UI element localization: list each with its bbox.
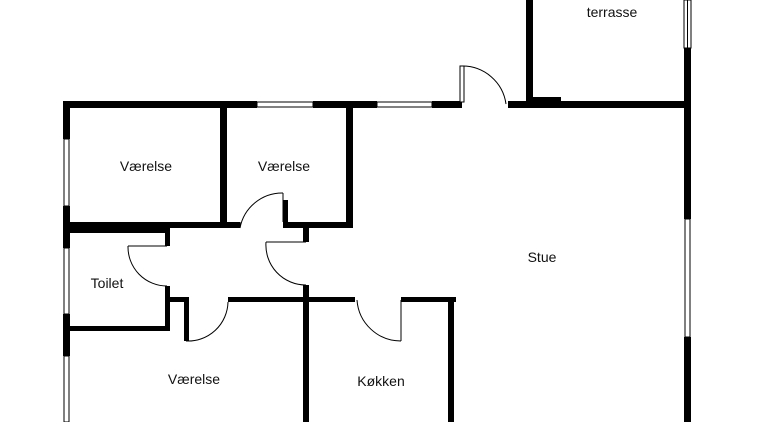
window-top-left bbox=[256, 101, 314, 108]
window-left-lower bbox=[63, 355, 70, 422]
windows bbox=[63, 101, 691, 422]
window-left-middle bbox=[63, 247, 70, 315]
terrace-walls bbox=[526, 0, 691, 104]
room-label-terrace: terrasse bbox=[587, 4, 638, 20]
room-label-kitchen: Køkken bbox=[357, 373, 404, 389]
room-label-living-room: Stue bbox=[528, 249, 557, 265]
room-label-bedroom-top-left: Værelse bbox=[120, 158, 172, 174]
interior-walls bbox=[66, 104, 456, 422]
window-top-middle bbox=[376, 101, 433, 108]
window-left-upper bbox=[63, 138, 70, 207]
room-label-toilet: Toilet bbox=[91, 275, 124, 291]
room-label-bedroom-top-middle: Værelse bbox=[258, 158, 310, 174]
terrace-window bbox=[683, 0, 692, 49]
window-right bbox=[684, 218, 691, 338]
room-label-bedroom-bottom: Værelse bbox=[168, 371, 220, 387]
door-swings bbox=[127, 65, 507, 342]
